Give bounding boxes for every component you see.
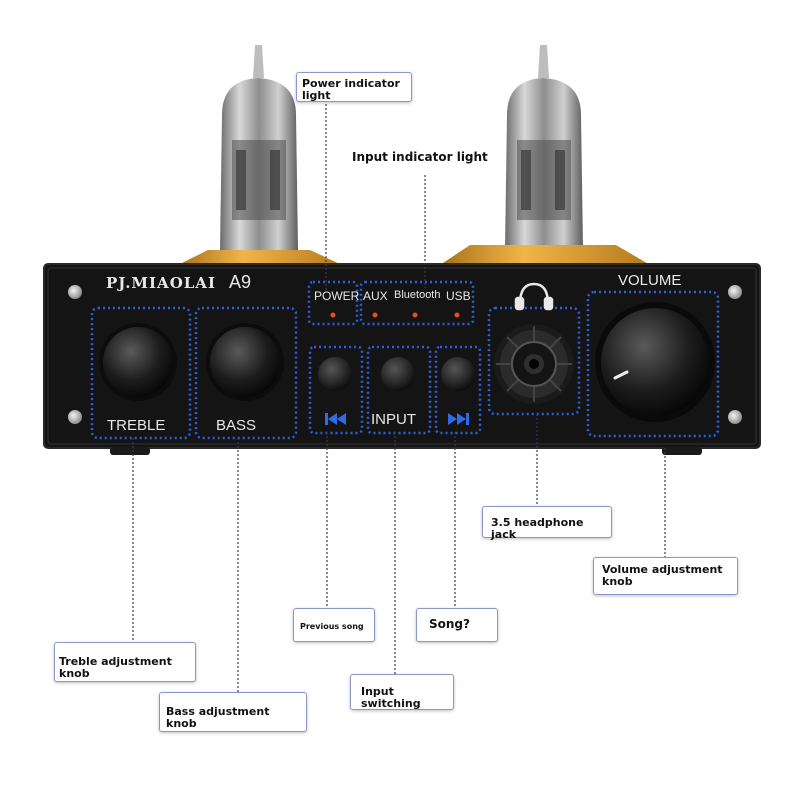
- indicator-leds: [330, 312, 460, 318]
- usb-label: USB: [446, 289, 471, 303]
- treble-label: TREBLE: [107, 417, 166, 434]
- power-highlight: [307, 280, 359, 326]
- previous-track-icon: [325, 413, 346, 425]
- led-usb: [454, 312, 460, 318]
- callout-treble-knob: Treble adjustment knob: [54, 642, 196, 682]
- input-button-highlight: [366, 345, 432, 435]
- vacuum-tube-right: [440, 45, 650, 265]
- previous-button: [318, 357, 352, 391]
- next-track-icon: [448, 413, 469, 425]
- callout-volume-knob: Volume adjustment knob: [593, 557, 738, 595]
- foot-left: [110, 447, 150, 455]
- callout-power-indicator: Power indicator light: [296, 72, 412, 102]
- aux-label: AUX: [363, 289, 388, 303]
- model-name: A9: [229, 272, 252, 292]
- bass-highlight: [194, 306, 298, 440]
- next-highlight: [434, 345, 482, 435]
- highlight-boxes: [90, 280, 720, 440]
- front-panel: [43, 263, 761, 449]
- input-indicator-highlight: [359, 280, 475, 326]
- led-aux: [372, 312, 378, 318]
- callout-next-song: Song?: [416, 608, 498, 642]
- power-label: POWER: [314, 289, 360, 303]
- screw: [68, 285, 82, 299]
- headphone-jack: [494, 324, 574, 404]
- brand-name: PJ.MIAOLAI: [106, 274, 216, 292]
- treble-highlight: [90, 306, 192, 440]
- volume-knob-marker: [613, 370, 629, 380]
- bass-label: BASS: [216, 417, 257, 434]
- input-button: [381, 357, 415, 391]
- volume-highlight: [586, 290, 720, 438]
- led-bluetooth: [412, 312, 418, 318]
- previous-highlight: [308, 345, 364, 435]
- input-label: INPUT: [371, 411, 416, 428]
- next-button: [441, 357, 475, 391]
- headphones-icon: [514, 282, 554, 311]
- bluetooth-label: Bluetooth: [394, 289, 441, 301]
- callout-input-switching: Input switching: [350, 674, 454, 710]
- screw: [68, 410, 82, 424]
- leader-lines: [132, 100, 666, 698]
- vacuum-tube-left: [178, 45, 342, 265]
- callout-input-indicator: Input indicator light: [352, 150, 488, 164]
- callout-previous-song: Previous song: [293, 608, 375, 642]
- callout-headphone-jack: 3.5 headphone jack: [482, 506, 612, 541]
- volume-label: VOLUME: [618, 272, 682, 289]
- callout-bass-knob: Bass adjustment knob: [159, 692, 307, 732]
- led-power: [330, 312, 336, 318]
- foot-right: [662, 447, 702, 455]
- screw: [728, 410, 742, 424]
- screw: [728, 285, 742, 299]
